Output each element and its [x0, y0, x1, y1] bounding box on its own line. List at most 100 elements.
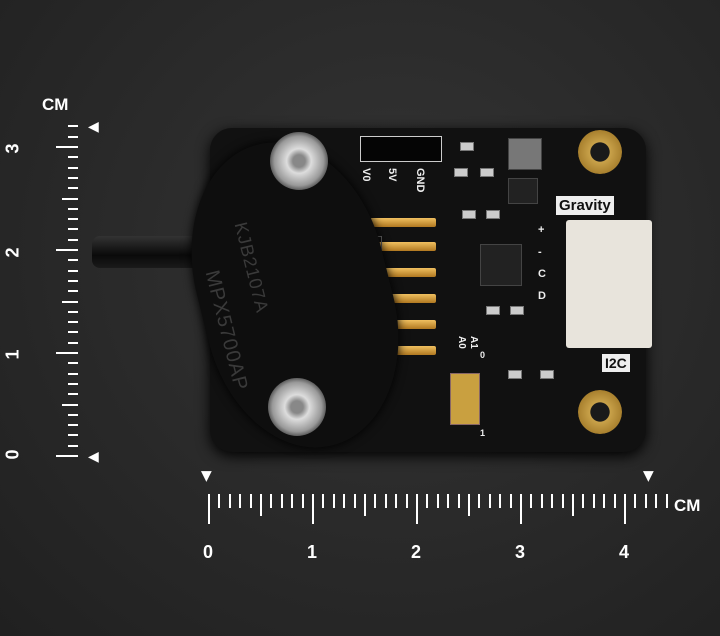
ruler-tick — [68, 228, 78, 231]
vertical-ruler-unit: CM — [42, 95, 69, 114]
pin-label-plus: + — [538, 224, 545, 236]
switch-label-a0: A0 — [456, 336, 467, 349]
mount-hole — [578, 130, 622, 174]
ruler-tick — [364, 494, 366, 516]
ruler-tick — [62, 403, 78, 406]
ruler-tick — [56, 455, 78, 457]
ruler-marker-left: ◀ — [196, 471, 213, 482]
ruler-tick — [655, 494, 658, 508]
screw — [268, 378, 326, 436]
ruler-tick — [436, 494, 439, 508]
v-label-1: 1 — [2, 349, 23, 360]
ruler-tick — [592, 494, 595, 508]
ruler-tick — [457, 494, 460, 508]
ruler-tick — [68, 331, 78, 334]
ruler-tick — [68, 135, 78, 138]
switch-label-0: 0 — [480, 350, 486, 360]
ruler-tick — [488, 494, 491, 508]
sensor-pin — [370, 268, 436, 277]
ruler-tick — [572, 494, 574, 516]
ruler-tick — [239, 494, 242, 508]
smd-part — [540, 370, 554, 379]
h-label-0: 0 — [203, 542, 214, 562]
button — [508, 138, 542, 170]
ruler-tick — [62, 197, 78, 200]
ruler-tick — [416, 494, 418, 524]
ruler-tick — [208, 494, 210, 524]
pin-label-d: D — [538, 290, 546, 302]
h-label-1: 1 — [307, 542, 318, 562]
ruler-tick — [561, 494, 564, 508]
ruler-tick — [291, 494, 294, 508]
ruler-tick — [613, 494, 616, 508]
switch-label-a1: A1 — [468, 336, 479, 349]
ruler-tick — [68, 372, 78, 375]
screw — [270, 132, 328, 190]
ruler-tick — [665, 494, 668, 508]
ruler-tick — [603, 494, 606, 508]
ruler-tick — [260, 494, 262, 516]
ruler-tick — [68, 290, 78, 293]
ruler-tick — [540, 494, 543, 508]
smd-part — [454, 168, 468, 177]
ic-chip — [480, 244, 522, 286]
v-label-0: 0 — [2, 449, 23, 460]
ruler-tick — [68, 218, 78, 221]
ruler-tick — [322, 494, 325, 508]
gravity-label: Gravity — [556, 196, 614, 215]
sensor-pin — [370, 242, 436, 251]
ruler-tick — [68, 125, 78, 128]
ruler-tick — [218, 494, 221, 508]
ruler-tick — [395, 494, 398, 508]
ruler-tick — [634, 494, 637, 508]
ruler-tick — [68, 341, 78, 344]
ruler-tick — [68, 362, 78, 365]
ruler-tick — [280, 494, 283, 508]
ruler-marker-top: ◀ — [88, 118, 99, 134]
smd-part — [480, 168, 494, 177]
ruler-tick — [301, 494, 304, 508]
ruler-tick — [353, 494, 356, 508]
ruler-tick — [68, 382, 78, 385]
ruler-tick — [509, 494, 512, 508]
ruler-tick — [582, 494, 585, 508]
ruler-tick — [62, 300, 78, 303]
dip-switch[interactable] — [450, 373, 480, 425]
ruler-tick — [374, 494, 377, 508]
sensor-pin — [370, 320, 436, 329]
ruler-tick — [228, 494, 231, 508]
ruler-tick — [68, 413, 78, 416]
pin-label-minus: - — [538, 246, 542, 258]
pin-label-c: C — [538, 268, 546, 280]
ruler-tick — [499, 494, 502, 508]
h-label-2: 2 — [411, 542, 422, 562]
ruler-tick — [68, 279, 78, 282]
v-label-3: 3 — [2, 143, 23, 154]
switch-label-1: 1 — [480, 428, 486, 438]
sensor-pin — [370, 218, 436, 227]
ruler-marker-right: ◀ — [638, 471, 655, 482]
ruler-tick — [68, 156, 78, 159]
ruler-tick — [478, 494, 481, 508]
pin-header — [360, 136, 442, 162]
ruler-tick — [332, 494, 335, 508]
h-label-3: 3 — [515, 542, 526, 562]
ruler-tick — [624, 494, 626, 524]
ruler-tick — [384, 494, 387, 508]
i2c-label: I2C — [602, 354, 630, 372]
gravity-connector — [566, 220, 652, 348]
h-label-4: 4 — [619, 542, 630, 562]
ruler-tick — [644, 494, 647, 508]
ruler-tick — [68, 238, 78, 241]
ruler-tick — [68, 393, 78, 396]
ruler-tick — [68, 321, 78, 324]
ic-chip — [508, 178, 538, 204]
ruler-tick — [68, 187, 78, 190]
ruler-tick — [312, 494, 314, 524]
ruler-tick — [68, 269, 78, 272]
ruler-tick — [270, 494, 273, 508]
ruler-tick — [68, 424, 78, 427]
sensor-pin — [370, 294, 436, 303]
sensor-pin — [370, 346, 436, 355]
ruler-tick — [426, 494, 429, 508]
